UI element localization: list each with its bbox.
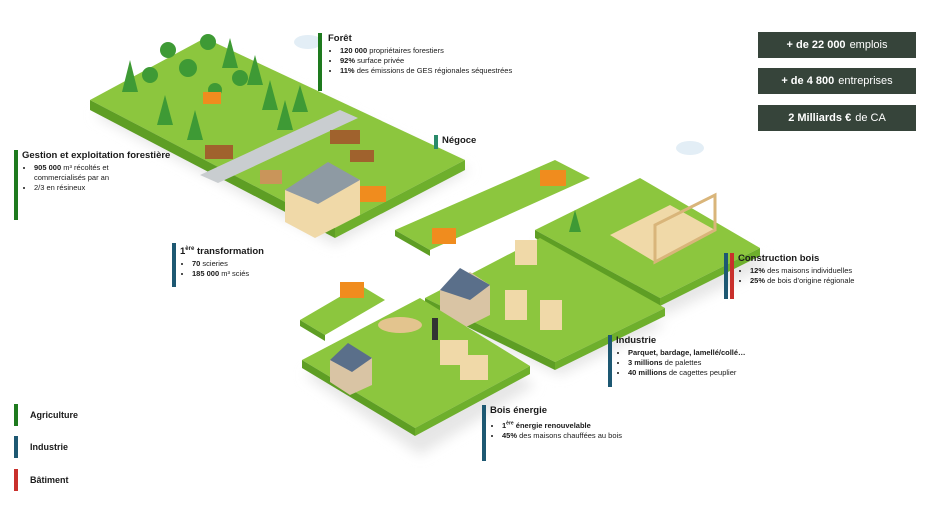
category-bar-industrie (724, 253, 728, 299)
forest-trees (122, 34, 581, 232)
legend-label: Industrie (30, 442, 69, 452)
info-title: Gestion et exploitation forestière (22, 150, 171, 161)
category-bar (14, 150, 18, 220)
info-title: Forêt (328, 33, 352, 44)
stat-value: + de 4 800 (781, 75, 835, 87)
legend-batiment: Bâtiment (14, 469, 69, 491)
info-item: 25% de bois d'origine régionale (750, 276, 888, 286)
info-item: 92% surface privée (340, 56, 568, 66)
info-item: Parquet, bardage, lamellé/collé… (628, 348, 796, 358)
info-foret: Forêt 120 000 propriétaires forestiers 9… (318, 33, 568, 91)
info-construction: Construction bois 12% des maisons indivi… (724, 253, 888, 299)
info-item: 12% des maisons individuelles (750, 266, 888, 276)
info-item: 70 scieries (192, 259, 300, 269)
info-item: 120 000 propriétaires forestiers (340, 46, 568, 56)
stat-revenue: 2 Milliards €de CA (758, 105, 916, 131)
legend-label: Bâtiment (30, 475, 69, 485)
construction-platform (535, 178, 760, 306)
info-item: 2/3 en résineux (34, 183, 154, 193)
stat-label: entreprises (838, 75, 893, 87)
sawmill (205, 130, 374, 238)
info-title: Construction bois (738, 253, 820, 264)
legend-swatch (14, 469, 18, 491)
category-bar (482, 405, 486, 461)
stat-label: emplois (849, 39, 888, 51)
info-item: 45% des maisons chauffées au bois (502, 431, 670, 441)
info-transformation: 1ère transformation 70 scieries 185 000 … (172, 243, 300, 287)
stat-label: de CA (855, 112, 886, 124)
info-title: Industrie (616, 335, 657, 346)
industry-platform (425, 238, 665, 370)
legend-swatch (14, 436, 18, 458)
info-bois-energie: Bois énergie 1ère énergie renouvelable 4… (482, 405, 670, 461)
energy-platform (302, 298, 530, 436)
info-industrie: Industrie Parquet, bardage, lamellé/coll… (608, 335, 796, 387)
legend-swatch (14, 404, 18, 426)
legend-industrie: Industrie (14, 436, 68, 458)
info-title: Bois énergie (490, 405, 548, 416)
info-item: 40 millions de cagettes peuplier (628, 368, 796, 378)
clouds (294, 35, 704, 155)
forest-platform (90, 38, 465, 238)
info-title: 1ère transformation (180, 246, 264, 258)
legend-agriculture: Agriculture (14, 404, 78, 426)
info-item: 185 000 m³ sciés (192, 269, 300, 279)
info-gestion: Gestion et exploitation forestière 905 0… (14, 150, 192, 220)
category-bar-batiment (730, 253, 734, 299)
trucks (203, 92, 566, 298)
category-bar (434, 135, 438, 149)
category-bar (172, 243, 176, 287)
info-item: 905 000 m³ récoltés et commercialisés pa… (34, 163, 154, 183)
category-bar (608, 335, 612, 387)
info-title: Négoce (442, 135, 477, 146)
category-bar (318, 33, 322, 91)
stat-value: + de 22 000 (786, 39, 846, 51)
info-item: 3 millions de palettes (628, 358, 796, 368)
info-negoce: Négoce (434, 135, 476, 149)
stat-value: 2 Milliards € (788, 112, 852, 124)
legend-label: Agriculture (30, 410, 79, 420)
info-item: 11% des émissions de GES régionales séqu… (340, 66, 568, 76)
info-item: 1ère énergie renouvelable (502, 418, 670, 431)
